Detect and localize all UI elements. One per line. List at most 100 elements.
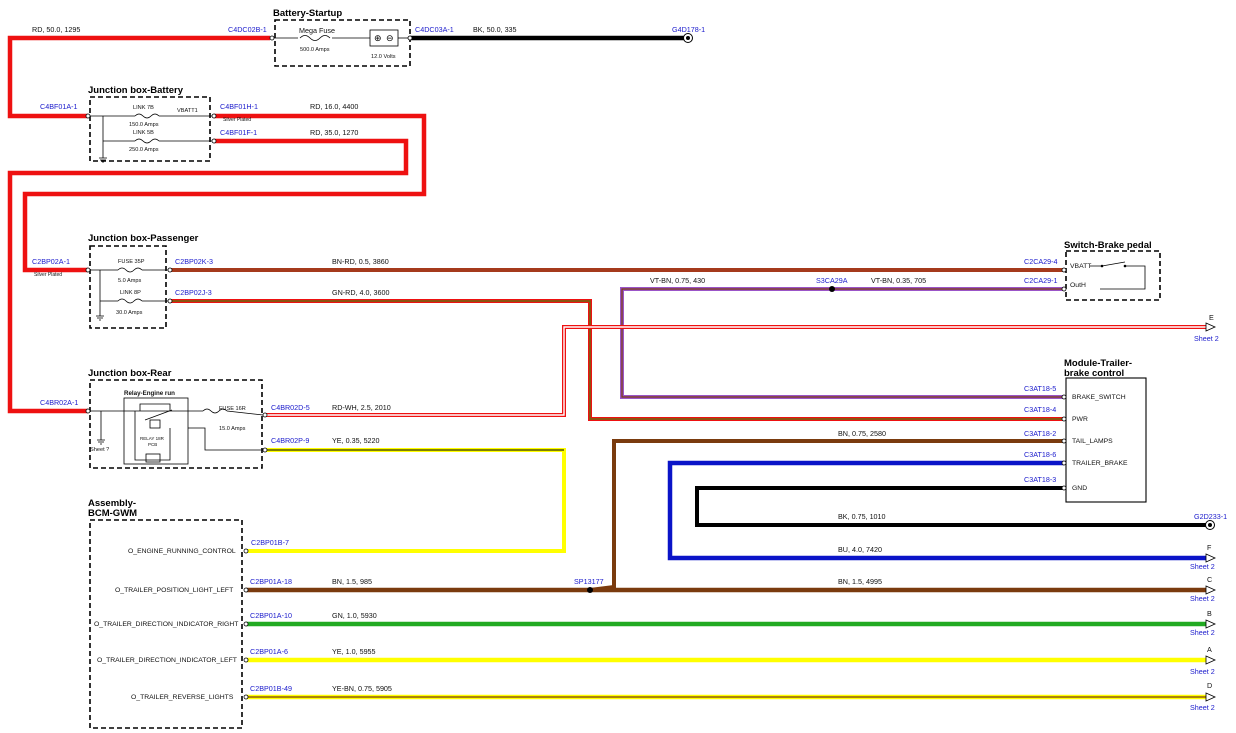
wire-ye-035-5220[interactable] (246, 448, 566, 553)
battery-startup-title: Battery-Startup (273, 8, 342, 19)
switch-pin-outh: OutH (1070, 282, 1086, 289)
conn-c2bp01b-7[interactable]: C2BP01B-7 (251, 538, 289, 547)
module-pin-tail-lamps: TAIL_LAMPS (1072, 438, 1113, 445)
conn-c4bf01a[interactable]: C4BF01A-1 (40, 102, 78, 111)
wire-bu-4-7420[interactable] (667, 460, 1206, 561)
battery-startup: Battery-Startup Mega Fuse 500.0 Amps ⊕ ⊖… (269, 8, 413, 67)
splice-s3ca29a-label[interactable]: S3CA29A (816, 276, 848, 285)
conn-g4d178[interactable]: G4D178-1 (672, 25, 705, 34)
conn-c2bp01a-18[interactable]: C2BP01A-18 (250, 577, 292, 586)
ground-g4d178 (683, 33, 693, 43)
conn-c2bp01a-6[interactable]: C2BP01A-6 (250, 647, 288, 656)
conn-c4bf01h[interactable]: C4BF01H-1 (220, 102, 258, 111)
wire-label-vtbn-035-705: VT-BN, 0.35, 705 (871, 276, 926, 285)
link-8p-label: LINK 8P (120, 290, 141, 296)
trailer-module-title-line2: brake control (1064, 368, 1124, 379)
jb-battery-plating: Silver Plated (223, 117, 251, 123)
module-pin-gnd: GND (1072, 485, 1087, 492)
conn-c4br02d[interactable]: C4BR02D-5 (271, 403, 310, 412)
bcm-pin-reverse: O_TRAILER_REVERSE_LIGHTS (131, 694, 234, 701)
fuse-35p-label: FUSE 35P (118, 259, 145, 265)
wire-label-rd-16-4400: RD, 16.0, 4400 (310, 102, 358, 111)
ground-g2d233 (1205, 520, 1215, 530)
conn-c3at18-3[interactable]: C3AT18-3 (1024, 475, 1056, 484)
offsheet-arrow-e[interactable] (1205, 322, 1216, 332)
vbatt1-label: VBATT1 (177, 108, 198, 114)
mega-fuse-rating: 500.0 Amps (300, 47, 330, 53)
wire-gnrd-4-3600[interactable] (170, 299, 1064, 421)
fuse-16r-rating: 15.0 Amps (219, 426, 246, 432)
module-pin-trailer-brake: TRAILER_BRAKE (1072, 460, 1128, 467)
jb-rear-title: Junction box-Rear (88, 368, 172, 379)
offsheet-arrow-d[interactable] (1205, 692, 1216, 702)
conn-c2bp01b-49[interactable]: C2BP01B-49 (250, 684, 292, 693)
conn-c4dc02b[interactable]: C4DC02B-1 (228, 25, 267, 34)
offsheet-b-letter: B (1207, 609, 1212, 618)
wire-bk-075-1010[interactable] (695, 486, 1206, 527)
offsheet-f-letter: F (1207, 543, 1212, 552)
wire-label-rdwh-25-2010: RD-WH, 2.5, 2010 (332, 403, 391, 412)
assembly-bcm-gwm: Assembly- BCM-GWM O_ENGINE_RUNNING_CONTR… (88, 498, 249, 729)
wire-label-ye-035-5220: YE, 0.35, 5220 (332, 436, 380, 445)
offsheet-arrow-c[interactable] (1205, 585, 1216, 595)
offsheet-e-sheet: Sheet 2 (1194, 334, 1219, 343)
conn-c2bp01a-10[interactable]: C2BP01A-10 (250, 611, 292, 620)
conn-c2bp02j[interactable]: C2BP02J-3 (175, 288, 212, 297)
bcm-pin-trailer-dir-left: O_TRAILER_DIRECTION_INDICATOR_LEFT (97, 657, 237, 664)
offsheet-labels: E Sheet 2 F Sheet 2 C Sheet 2 B Sheet 2 … (1190, 313, 1219, 712)
module-pin-brake-switch: BRAKE_SWITCH (1072, 394, 1126, 401)
link-5b-label: LINK 5B (133, 130, 154, 136)
offsheet-arrow-a[interactable] (1205, 655, 1216, 665)
splice-s3ca29a (829, 286, 835, 292)
svg-text:⊕: ⊕ (374, 33, 382, 43)
conn-c2bp02a[interactable]: C2BP02A-1 (32, 257, 70, 266)
wire-label-rd-35-1270: RD, 35.0, 1270 (310, 128, 358, 137)
offsheet-f-sheet: Sheet 2 (1190, 562, 1215, 571)
conn-c2bp02k[interactable]: C2BP02K-3 (175, 257, 213, 266)
conn-c3at18-6[interactable]: C3AT18-6 (1024, 450, 1056, 459)
offsheet-d-letter: D (1207, 681, 1212, 690)
conn-c2ca29-1[interactable]: C2CA29-1 (1024, 276, 1058, 285)
relay-engine-run-label: Relay-Engine run (124, 390, 175, 397)
module-trailer-brake-control: Module-Trailer- brake control BRAKE_SWIT… (1061, 358, 1147, 503)
wire-rd-50-1295[interactable] (7, 35, 270, 119)
wire-label-bn-15-4995: BN, 1.5, 4995 (838, 577, 882, 586)
wire-label-yebn-075-5905: YE-BN, 0.75, 5905 (332, 684, 392, 693)
bcm-pin-engine-running: O_ENGINE_RUNNING_CONTROL (128, 548, 236, 555)
switch-pin-vbatt: VBATT (1070, 263, 1091, 270)
wire-rd-35-1270[interactable] (7, 138, 409, 414)
conn-c3at18-4[interactable]: C3AT18-4 (1024, 405, 1056, 414)
conn-c4br02a[interactable]: C4BR02A-1 (40, 398, 78, 407)
link-5b-rating: 250.0 Amps (129, 147, 159, 153)
jb-battery-title: Junction box-Battery (88, 85, 184, 96)
junction-box-rear: Junction box-Rear Relay-Engine run RELAY… (85, 368, 268, 469)
offsheet-arrow-f[interactable] (1205, 553, 1216, 563)
bcm-pin-trailer-dir-right: O_TRAILER_DIRECTION_INDICATOR_RIGHT (94, 621, 238, 628)
wire-rd-16-4400[interactable] (22, 113, 427, 273)
link-7b-label: LINK 7B (133, 105, 154, 111)
conn-c4dc03a[interactable]: C4DC03A-1 (415, 25, 454, 34)
splice-sp13177 (587, 587, 593, 593)
conn-c4bf01f[interactable]: C4BF01F-1 (220, 128, 257, 137)
wire-label-gnrd-4-3600: GN-RD, 4.0, 3600 (332, 288, 390, 297)
connector-labels: C4DC02B-1 C4DC03A-1 G4D178-1 C4BF01A-1 C… (32, 25, 1227, 693)
splice-sp13177-label[interactable]: SP13177 (574, 577, 604, 586)
junction-box-battery: Junction box-Battery LINK 7B 150.0 Amps … (85, 85, 251, 163)
link-8p-rating: 30.0 Amps (116, 310, 143, 316)
wire-labels: RD, 50.0, 1295 BK, 50.0, 335 RD, 16.0, 4… (32, 25, 926, 693)
conn-c3at18-2[interactable]: C3AT18-2 (1024, 429, 1056, 438)
conn-g2d233[interactable]: G2D233-1 (1194, 512, 1227, 521)
wire-vtbn-075-430[interactable] (620, 287, 1064, 399)
junction-box-passenger: Junction box-Passenger FUSE 35P 5.0 Amps… (34, 233, 199, 329)
wire-label-bu-4-7420: BU, 4.0, 7420 (838, 545, 882, 554)
conn-c4br02p[interactable]: C4BR02P-9 (271, 436, 309, 445)
offsheet-a-letter: A (1207, 645, 1212, 654)
wire-label-bnrd-05-3860: BN-RD, 0.5, 3860 (332, 257, 389, 266)
switch-brake-title: Switch-Brake pedal (1064, 240, 1152, 251)
conn-c3at18-5[interactable]: C3AT18-5 (1024, 384, 1056, 393)
switch-brake-pedal: Switch-Brake pedal VBATT OutH (1061, 240, 1161, 301)
conn-c2ca29-4[interactable]: C2CA29-4 (1024, 257, 1058, 266)
wire-label-vtbn-075-430: VT-BN, 0.75, 430 (650, 276, 705, 285)
offsheet-arrow-b[interactable] (1205, 619, 1216, 629)
